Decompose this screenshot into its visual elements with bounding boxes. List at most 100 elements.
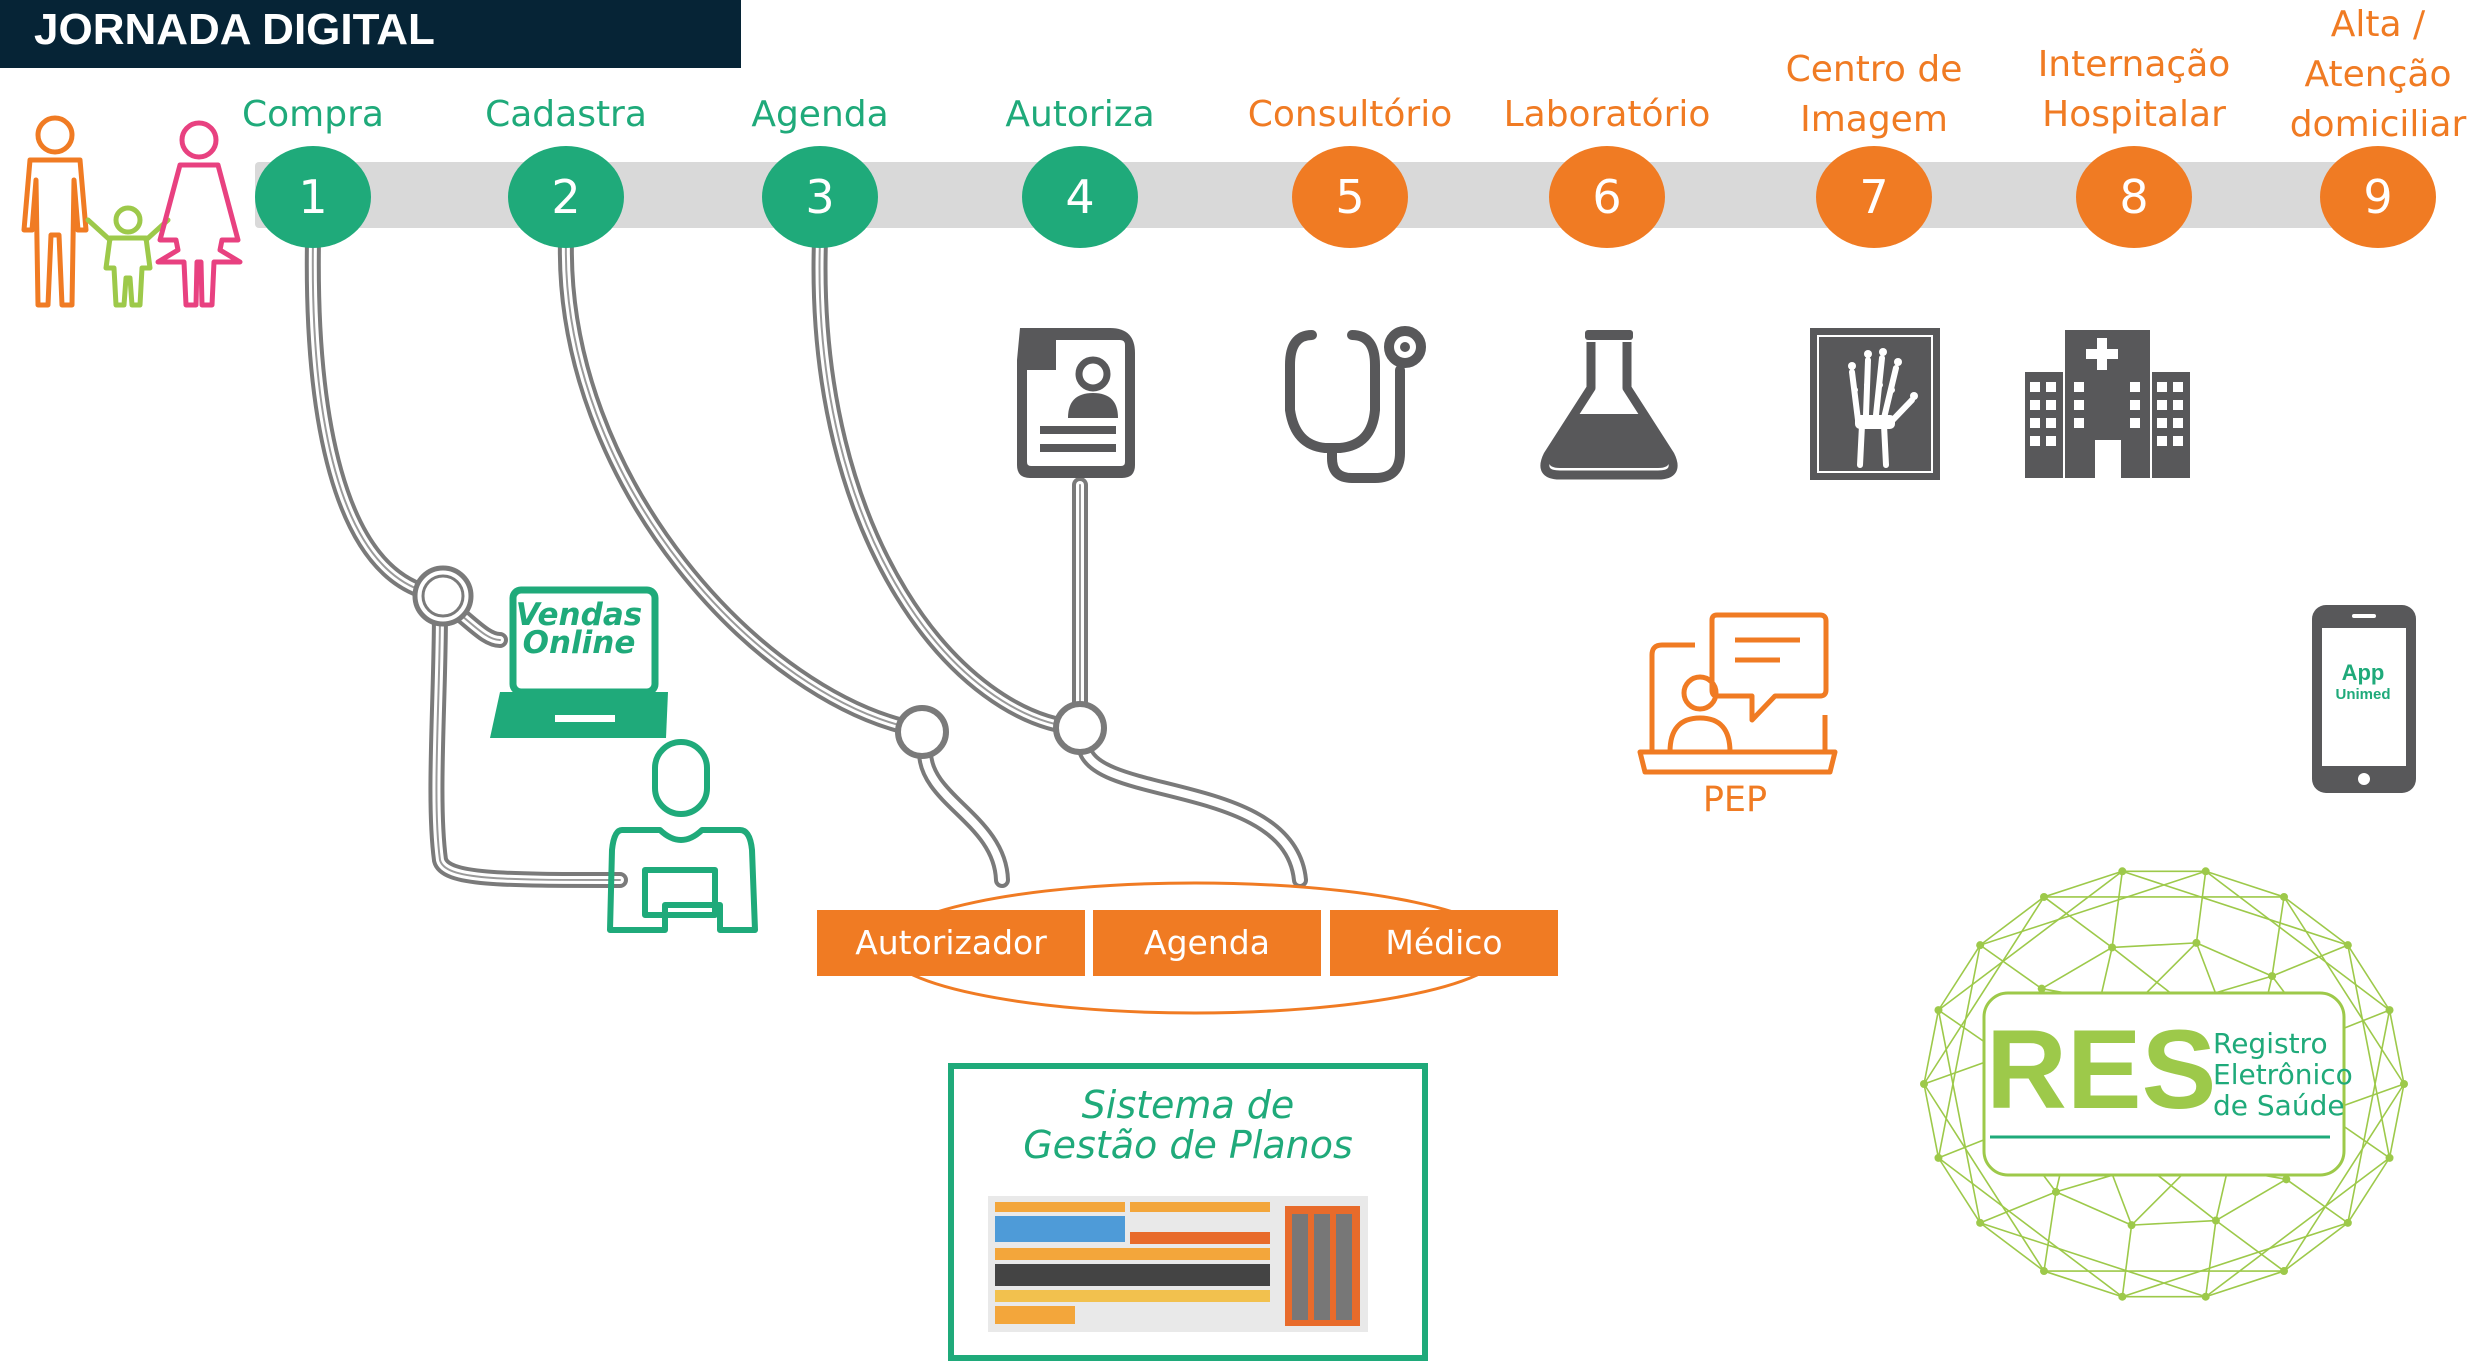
- network-node: [2343, 1218, 2352, 1227]
- network-edge: [1979, 870, 2206, 946]
- network-node: [2282, 1175, 2291, 1184]
- telemedicine-icon: [1637, 612, 1838, 775]
- step-circle-7: 7: [1816, 146, 1932, 248]
- network-edge: [2347, 944, 2391, 1011]
- network-edge: [2215, 1219, 2285, 1272]
- cable-cadastra: [557, 232, 1010, 888]
- network-edge: [1937, 1157, 1981, 1224]
- step-label-line: Autoriza: [1005, 94, 1155, 135]
- step-circle-8: 8: [2076, 146, 2192, 248]
- step-label-line: domiciliar: [2289, 104, 2467, 145]
- step-label-1: Compra: [163, 90, 463, 140]
- network-node: [2040, 1267, 2048, 1276]
- network-edge: [2122, 870, 2349, 946]
- app-label: App Unimed: [2318, 660, 2408, 704]
- network-edge: [2347, 1009, 2391, 1223]
- network-edge: [1937, 945, 1981, 1159]
- network-edge: [2043, 1191, 2057, 1272]
- network-node: [2192, 938, 2201, 947]
- plan-title-line2: Gestão de Planos: [1023, 1123, 1353, 1167]
- network-edge: [2205, 1270, 2285, 1298]
- network-node: [2127, 1221, 2136, 1230]
- network-node: [1934, 1153, 1943, 1162]
- step-label-line: Compra: [242, 94, 384, 135]
- step-label-line: Atenção: [2304, 54, 2452, 95]
- ring-agenda: [1053, 701, 1107, 755]
- step-label-line: Centro de: [1785, 49, 1963, 90]
- network-edge: [2196, 942, 2273, 977]
- plan-system-screenshot: [988, 1196, 1368, 1332]
- network-edge: [2285, 1178, 2349, 1224]
- network-edge: [1923, 896, 2045, 1085]
- step-circle-9: 9: [2320, 146, 2436, 248]
- hospital-icon: [2025, 330, 2190, 478]
- pep-label: PEP: [1702, 780, 1768, 820]
- step-label-3: Agenda: [670, 90, 970, 140]
- step-label-line: Agenda: [751, 94, 889, 135]
- network-edge: [2271, 944, 2349, 977]
- network-node: [2211, 1216, 2220, 1225]
- network-edge: [2043, 896, 2113, 949]
- network-node: [1976, 941, 1985, 950]
- step-label-line: Alta /: [2330, 4, 2426, 45]
- network-edge: [1979, 1222, 2045, 1272]
- step-label-line: Laboratório: [1503, 94, 1711, 135]
- plan-system-title: Sistema de Gestão de Planos: [948, 1085, 1428, 1165]
- vendas-line2: Online: [522, 625, 636, 661]
- network-edge: [2388, 1009, 2405, 1085]
- xray-icon: [1810, 328, 1940, 480]
- network-node: [2280, 892, 2288, 901]
- document-icon: [1017, 328, 1135, 478]
- smartphone-icon: [2312, 605, 2416, 793]
- network-edge: [2347, 945, 2391, 1159]
- connection-cables: [304, 232, 1308, 888]
- network-edge: [1923, 1083, 2045, 1272]
- network-edge: [2204, 1220, 2217, 1297]
- system-box-agenda: Agenda: [1093, 910, 1321, 976]
- app-line2: Unimed: [2335, 686, 2391, 703]
- network-edge: [2195, 871, 2207, 943]
- network-node: [2385, 1006, 2394, 1015]
- network-edge: [2283, 1083, 2405, 1272]
- network-edge: [1937, 1157, 2123, 1298]
- network-edge: [2041, 946, 2113, 990]
- network-node: [2040, 892, 2048, 901]
- network-edge: [2122, 1222, 2349, 1298]
- network-node: [2400, 1080, 2408, 1088]
- res-acronym: RES: [1986, 1007, 2217, 1132]
- network-node: [2201, 1292, 2210, 1301]
- res-line1: Registro: [2213, 1027, 2328, 1060]
- network-edge: [1923, 1083, 1940, 1159]
- network-node: [2108, 943, 2117, 952]
- network-edge: [2112, 942, 2197, 949]
- ring-cadastra: [895, 705, 949, 759]
- res-line2: Eletrônico: [2213, 1058, 2353, 1091]
- step-label-line: Consultório: [1247, 94, 1453, 135]
- network-node: [1976, 1218, 1985, 1227]
- network-node: [1934, 1006, 1943, 1015]
- network-node: [2201, 867, 2210, 876]
- network-edge: [2043, 1270, 2123, 1298]
- vendas-online-label: Vendas Online: [514, 597, 644, 661]
- network-node: [2118, 1292, 2127, 1301]
- res-line3: de Saúde: [2213, 1089, 2345, 1122]
- step-label-line: Imagem: [1800, 99, 1948, 140]
- stethoscope-icon: [1285, 326, 1426, 483]
- network-node: [2051, 1187, 2060, 1196]
- flask-icon: [1540, 330, 1678, 480]
- title-bar: [0, 0, 741, 68]
- network-edge: [1937, 870, 2123, 1011]
- network-node: [1920, 1080, 1928, 1088]
- network-node: [2118, 867, 2127, 876]
- vendas-line1: Vendas: [515, 597, 643, 633]
- network-edge: [1937, 1009, 1981, 1223]
- network-edge: [1979, 1222, 2206, 1298]
- step-label-9: Alta / Atenção domiciliar: [2228, 0, 2472, 150]
- network-edge: [1979, 896, 2045, 946]
- network-edge: [2283, 1222, 2349, 1272]
- network-edge: [2121, 1225, 2133, 1297]
- cable-autoriza: [1072, 477, 1308, 888]
